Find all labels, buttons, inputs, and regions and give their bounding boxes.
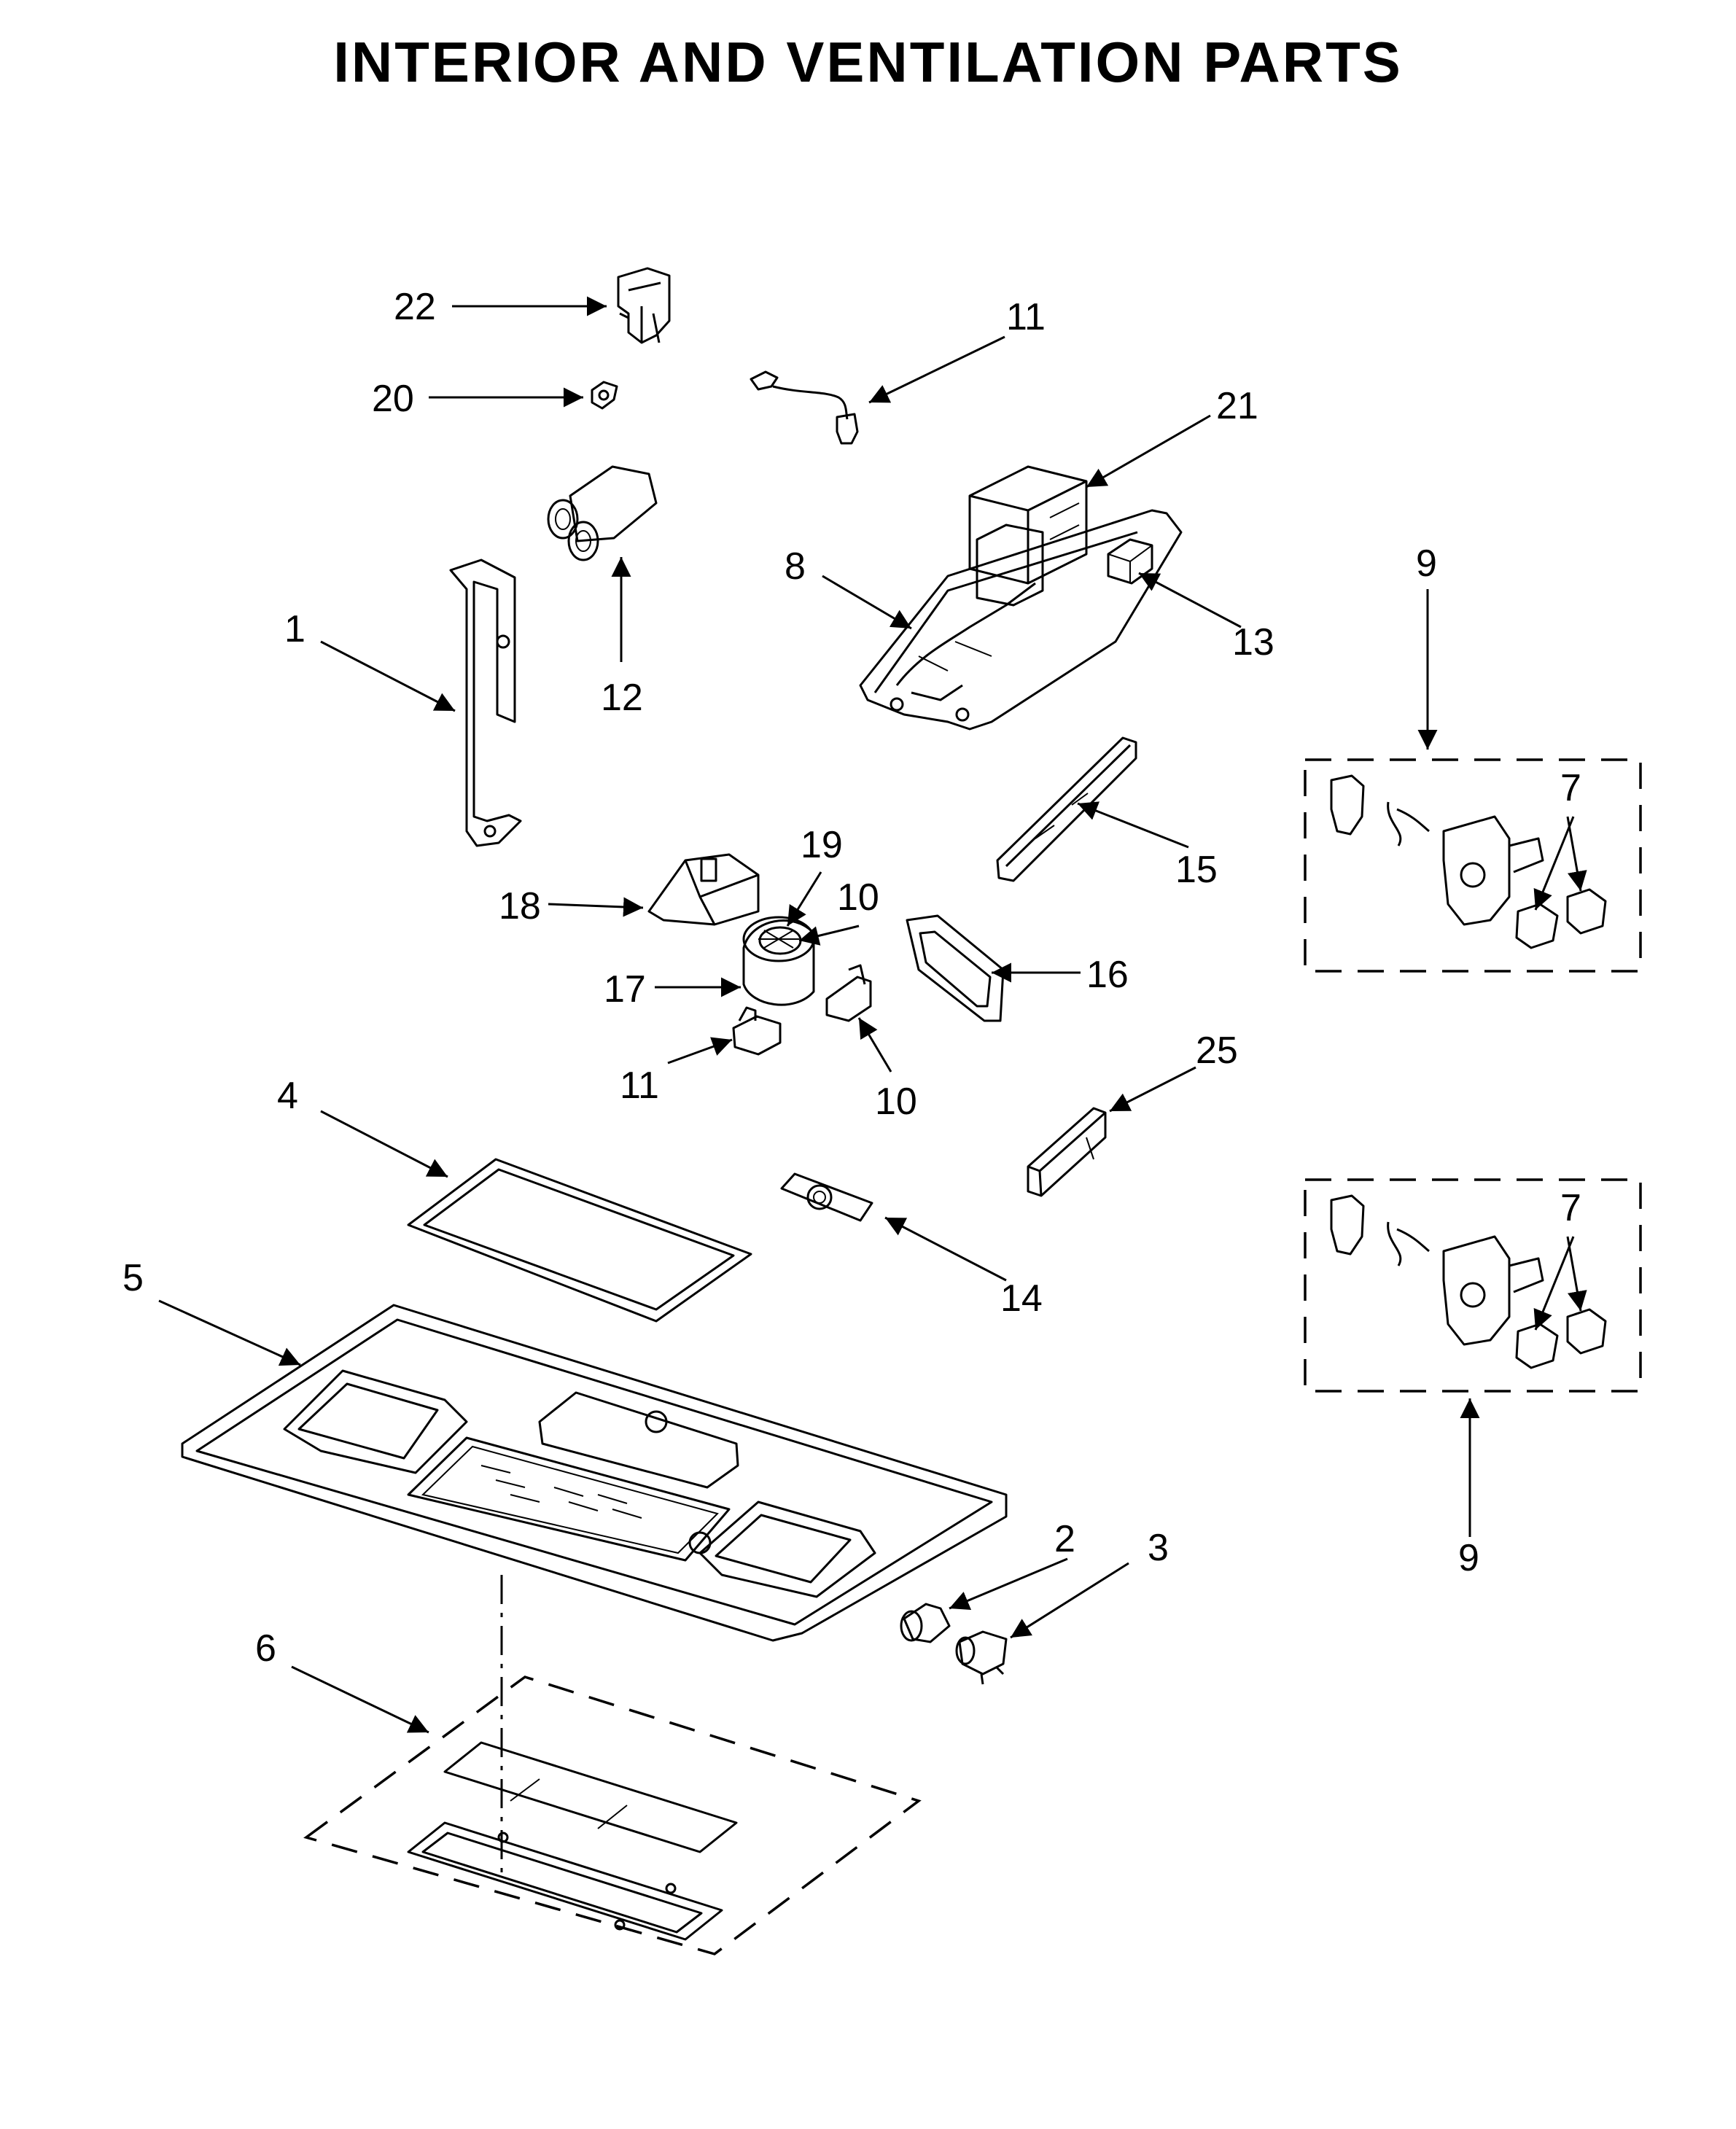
part-5-cavity-panel (181, 1304, 1008, 1642)
callout-21: 19 (801, 824, 843, 866)
callout-6: 6 (255, 1627, 276, 1670)
callout-4: 4 (277, 1075, 298, 1117)
part-17-rail (996, 736, 1137, 882)
part-14-capacitor (547, 465, 658, 561)
part-24-bracket (617, 267, 671, 344)
callout-1: 1 (284, 608, 305, 650)
callout-13: 11 (1006, 296, 1046, 338)
callout-17: 15 (1175, 849, 1218, 891)
part-3-holder (955, 1630, 1008, 1685)
part-25-sensor (1027, 1107, 1107, 1197)
callout-18: 16 (1086, 954, 1129, 996)
part-22-clip (591, 381, 618, 410)
callout-25: 25 (1196, 1030, 1238, 1072)
callout-15: 13 (1232, 621, 1274, 663)
page-title: INTERIOR AND VENTILATION PARTS (333, 30, 1403, 94)
callout-5: 5 (122, 1257, 144, 1299)
part-13-wire (750, 370, 859, 445)
callout-22: 20 (372, 378, 414, 420)
callout-2: 2 (1054, 1518, 1075, 1560)
part-11-switch (732, 1006, 782, 1056)
leader-arrows (158, 296, 1587, 1734)
part-18-damper (906, 914, 1005, 1022)
callout-7-top: 7 (1560, 767, 1581, 809)
part-1-bracket (449, 558, 522, 847)
part-16-socket (780, 1172, 873, 1222)
part-19-motor (742, 916, 815, 1006)
callout-23: 21 (1216, 385, 1258, 427)
part-2-knob (900, 1603, 951, 1643)
callout-14: 12 (601, 677, 643, 719)
part-6-filter-group (303, 1675, 922, 1955)
callout-3: 3 (1148, 1527, 1169, 1569)
part-10-bracket (825, 964, 872, 1022)
callout-19: 17 (604, 968, 646, 1011)
part-23-transformer (968, 465, 1088, 607)
part-9-latch-group-top (1304, 758, 1642, 973)
callout-20: 18 (499, 885, 541, 927)
callout-9-top: 9 (1416, 542, 1437, 585)
part-9-latch-group-bottom (1304, 1178, 1642, 1393)
part-4-filter (407, 1158, 752, 1323)
part-8-base-plate (859, 509, 1183, 731)
callout-24: 22 (394, 286, 436, 328)
callout-7-bottom: 7 (1560, 1187, 1581, 1229)
part-15-diode (1107, 538, 1153, 585)
part-20-housing (647, 853, 760, 926)
callout-12: 10 (837, 876, 879, 919)
callout-16: 14 (1000, 1277, 1043, 1320)
callout-8: 8 (785, 545, 806, 588)
callout-11: 11 (620, 1064, 659, 1107)
callout-9-bottom: 9 (1458, 1537, 1479, 1579)
callout-10: 10 (875, 1081, 917, 1123)
